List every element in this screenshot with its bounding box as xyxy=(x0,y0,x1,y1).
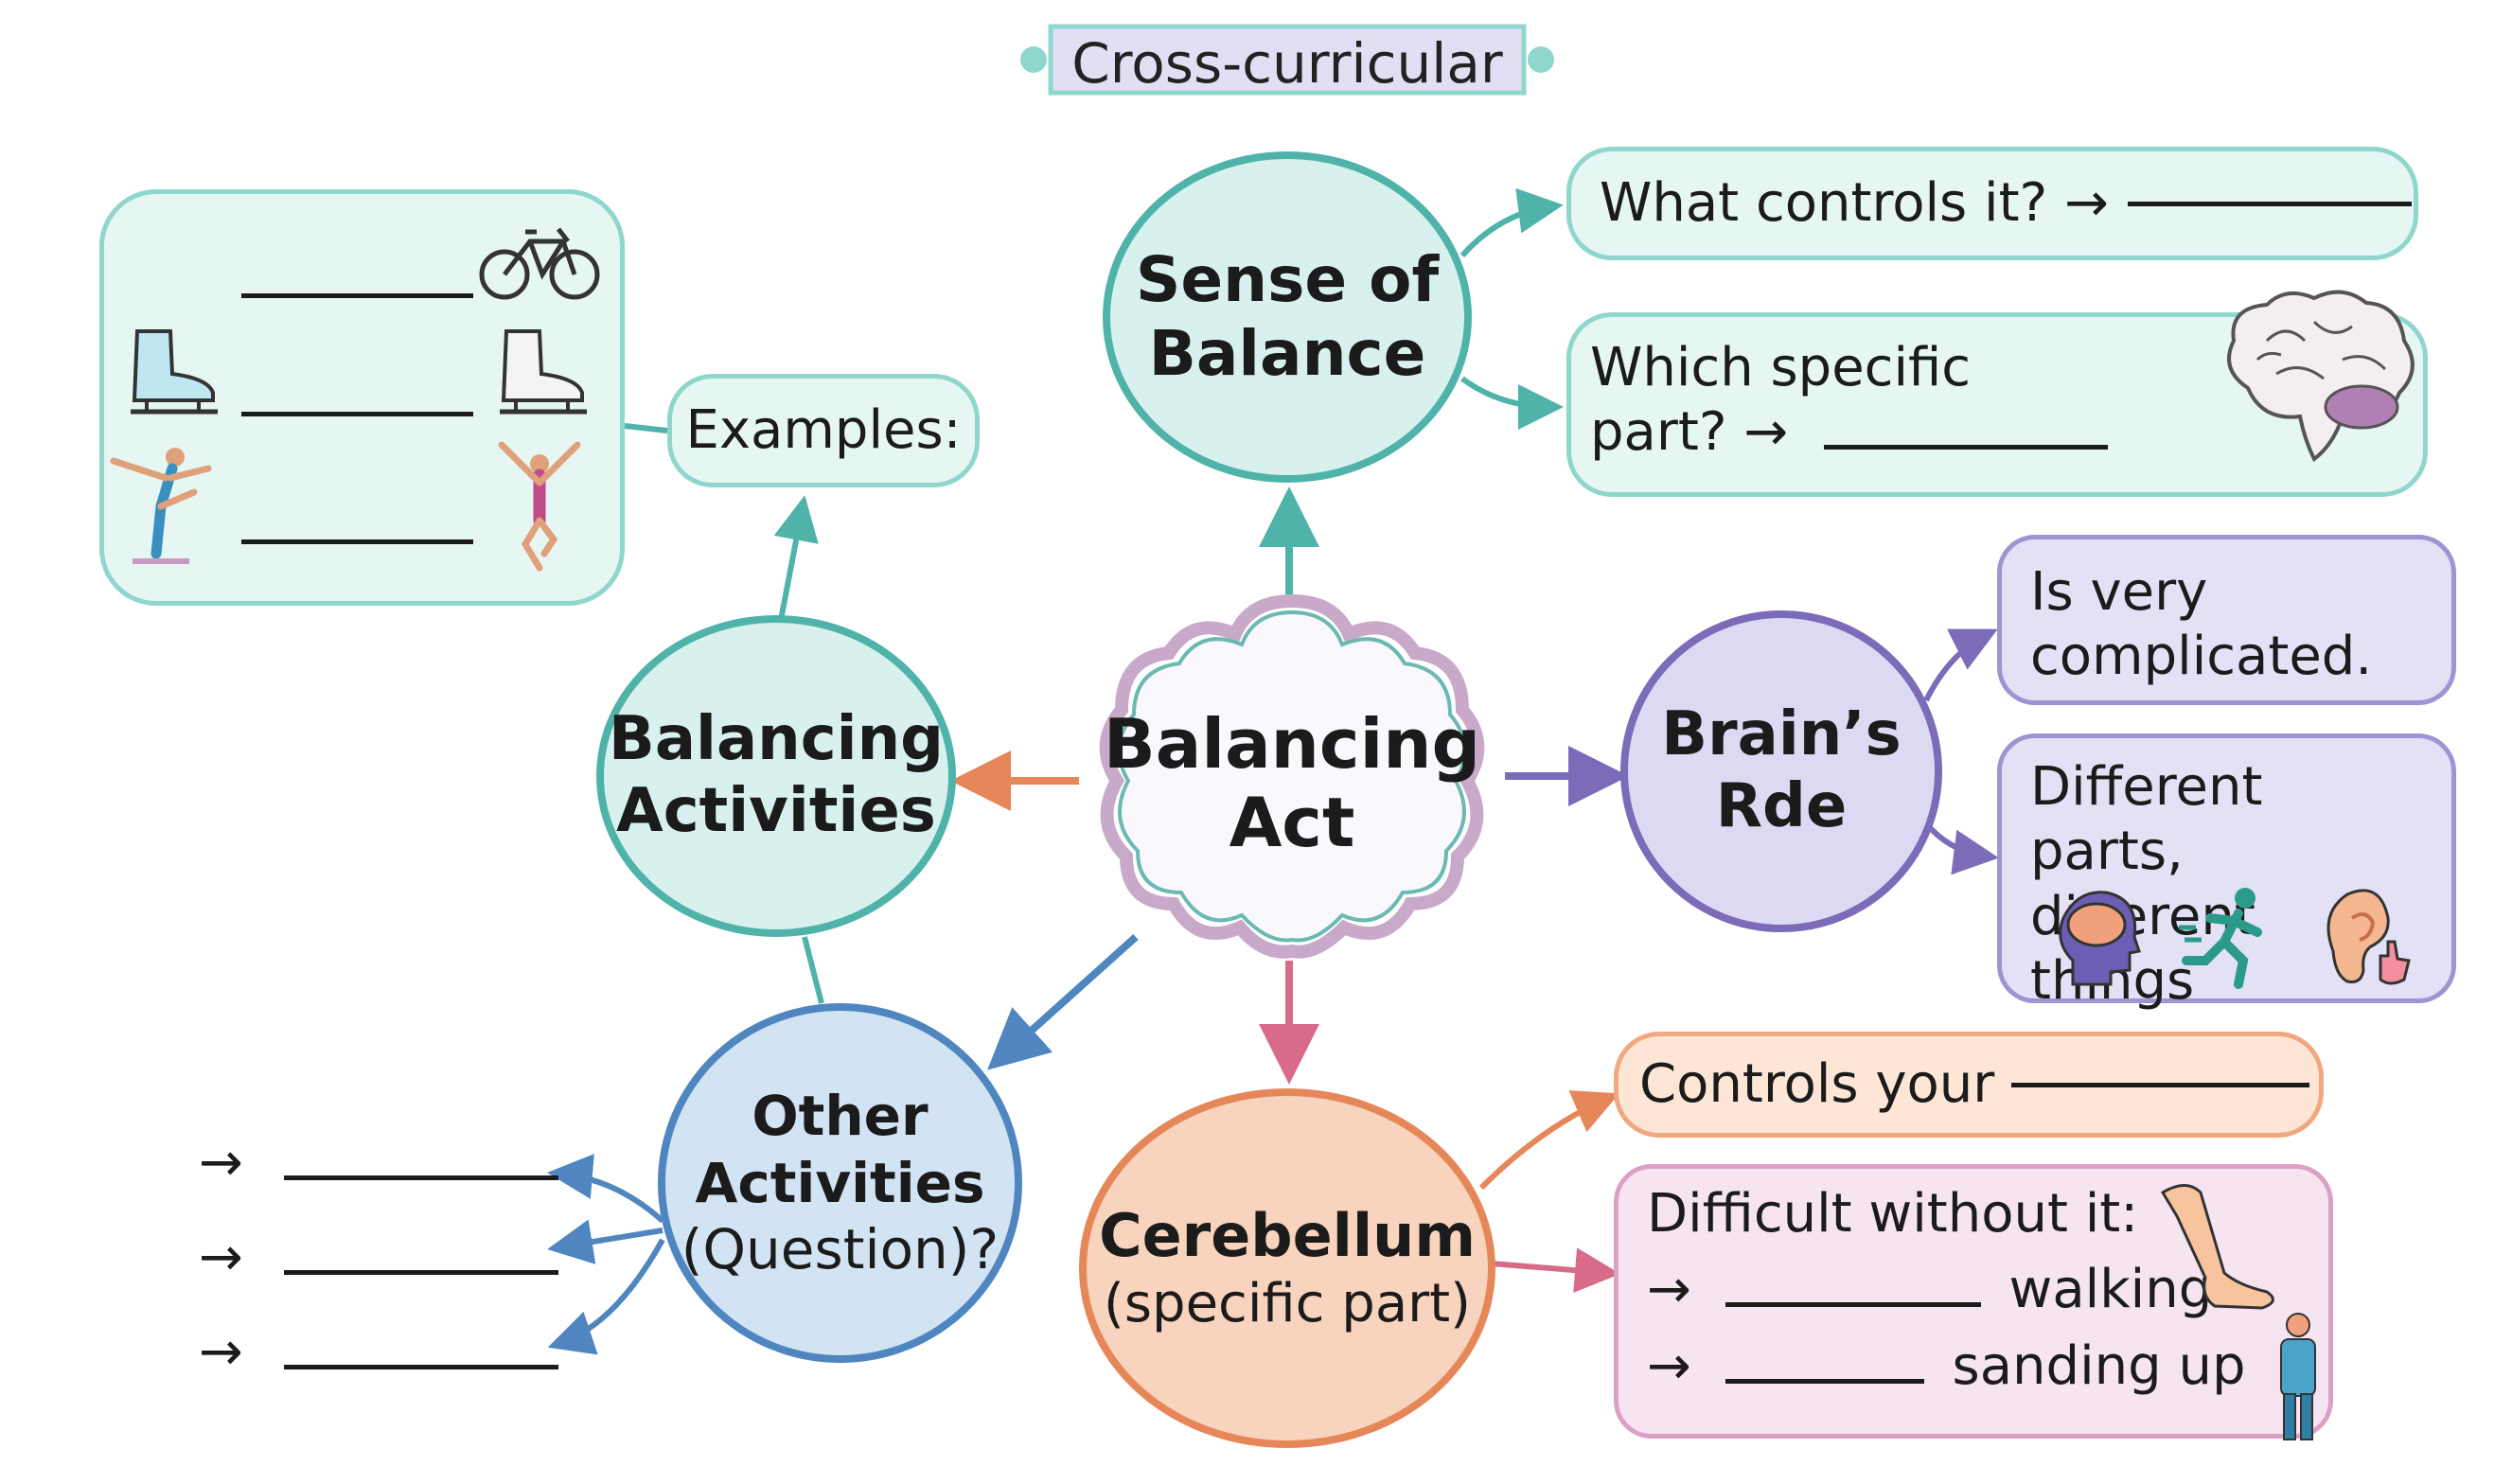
ice-skate-icon xyxy=(131,329,218,415)
balancing-activities-node: Balancing Activities xyxy=(596,615,956,937)
gymnast-icon xyxy=(110,448,212,564)
gymnast-icon xyxy=(498,441,581,572)
ice-skate-icon xyxy=(500,329,587,415)
line-examples-to-box xyxy=(624,423,668,433)
examples-label: Examples: xyxy=(685,398,962,461)
which-part-line1: Which specific xyxy=(1590,337,1972,398)
arrow-sense-to-q1 xyxy=(1459,187,1564,257)
center-cloud-shape xyxy=(1099,593,1485,959)
brains-role-node: Brain’s Rde xyxy=(1620,610,1942,932)
arrow-sense-to-q2 xyxy=(1460,376,1564,430)
sense-line2: Balance xyxy=(1148,317,1426,390)
arrow-other-to-blank2 xyxy=(547,1219,663,1264)
other-activities-node: Other Activities (Question)? xyxy=(658,1003,1022,1363)
other-line3: (Question)? xyxy=(681,1217,999,1282)
center-node: Balancing Act xyxy=(1088,592,1495,961)
difficult-arrow-2: → xyxy=(1647,1334,1691,1397)
ear-icon xyxy=(2326,889,2411,985)
difficult-arrow-1: → xyxy=(1647,1259,1691,1321)
examples-label-box: Examples: xyxy=(667,374,980,487)
what-controls-blank[interactable] xyxy=(2128,201,2412,206)
controls-your-text: Controls your xyxy=(1639,1052,1995,1115)
difficult-blank-2[interactable] xyxy=(1725,1378,1924,1384)
other-blank-row-1: → xyxy=(199,1131,558,1195)
banner-decoration xyxy=(1020,24,1554,96)
other-blank-row-2: → xyxy=(199,1226,558,1290)
person-icon xyxy=(2280,1313,2316,1440)
arrow-cerebellum-to-controls xyxy=(1478,1090,1620,1191)
controls-your-box: Controls your xyxy=(1614,1032,2324,1138)
page-title: Cross-curricular xyxy=(1071,31,1503,96)
other-line1: Other xyxy=(752,1083,929,1148)
arrow-other-to-blank3 xyxy=(547,1238,665,1355)
controls-your-blank[interactable] xyxy=(2011,1082,2310,1087)
other-line2: Activities xyxy=(695,1150,985,1215)
other-blank-row-3: → xyxy=(199,1320,558,1385)
example-blank-2[interactable] xyxy=(241,412,473,416)
difficult-blank-1[interactable] xyxy=(1725,1302,1981,1308)
title-banner: Cross-curricular xyxy=(1013,17,1562,102)
runner-icon xyxy=(2179,888,2262,989)
complicated-line2: complicated. xyxy=(2030,626,2373,688)
brain-icon xyxy=(2227,290,2415,463)
arrow-brain-to-box2 xyxy=(1923,822,1999,875)
difficult-item-2: sanding up xyxy=(1952,1334,2246,1397)
arrow-cerebellum-to-difficult xyxy=(1490,1247,1620,1294)
arrow-brain-to-box1 xyxy=(1923,628,1998,702)
brains-line1: Brain’s xyxy=(1661,699,1902,770)
example-blank-1[interactable] xyxy=(241,293,473,298)
complicated-box: Is very complicated. xyxy=(1997,535,2456,705)
what-controls-box: What controls it? → xyxy=(1566,147,2418,260)
what-controls-text: What controls it? → xyxy=(1600,171,2109,234)
other-arrow-3: → xyxy=(199,1321,243,1383)
activities-line1: Balancing xyxy=(609,704,944,775)
head-brain-icon xyxy=(2059,891,2141,986)
complicated-line1: Is very xyxy=(2030,561,2208,623)
sense-line1: Sense of xyxy=(1135,243,1440,317)
other-arrow-2: → xyxy=(199,1227,243,1288)
cerebellum-node: Cerebellum (specific part) xyxy=(1079,1088,1495,1448)
line-activities-to-other xyxy=(802,936,824,1004)
arrow-other-to-blank1 xyxy=(547,1154,665,1224)
other-blank-2[interactable] xyxy=(283,1270,558,1275)
sense-of-balance-node: Sense of Balance xyxy=(1103,151,1472,483)
cerebellum-line2: (specific part) xyxy=(1104,1272,1471,1334)
other-blank-3[interactable] xyxy=(283,1365,558,1369)
arrow-activities-to-examples xyxy=(773,495,819,621)
cerebellum-line1: Cerebellum xyxy=(1099,1201,1476,1271)
difficult-item-1: walking xyxy=(2008,1259,2213,1321)
arrow-center-to-other xyxy=(987,934,1139,1070)
other-arrow-1: → xyxy=(199,1132,243,1193)
leg-icon xyxy=(2160,1184,2274,1310)
example-blank-3[interactable] xyxy=(241,539,473,544)
which-part-line2: part? → xyxy=(1590,401,1789,464)
other-blank-1[interactable] xyxy=(283,1175,558,1180)
center-line1: Balancing xyxy=(1103,704,1481,784)
brains-line2: Rde xyxy=(1715,771,1848,841)
different-parts-line1: Different parts, xyxy=(2030,756,2263,883)
center-line2: Act xyxy=(1229,782,1355,862)
which-part-blank[interactable] xyxy=(1824,445,2109,450)
bicycle-icon xyxy=(479,227,600,300)
difficult-title: Difficult without it: xyxy=(1647,1183,2139,1245)
activities-line2: Activities xyxy=(616,776,936,846)
